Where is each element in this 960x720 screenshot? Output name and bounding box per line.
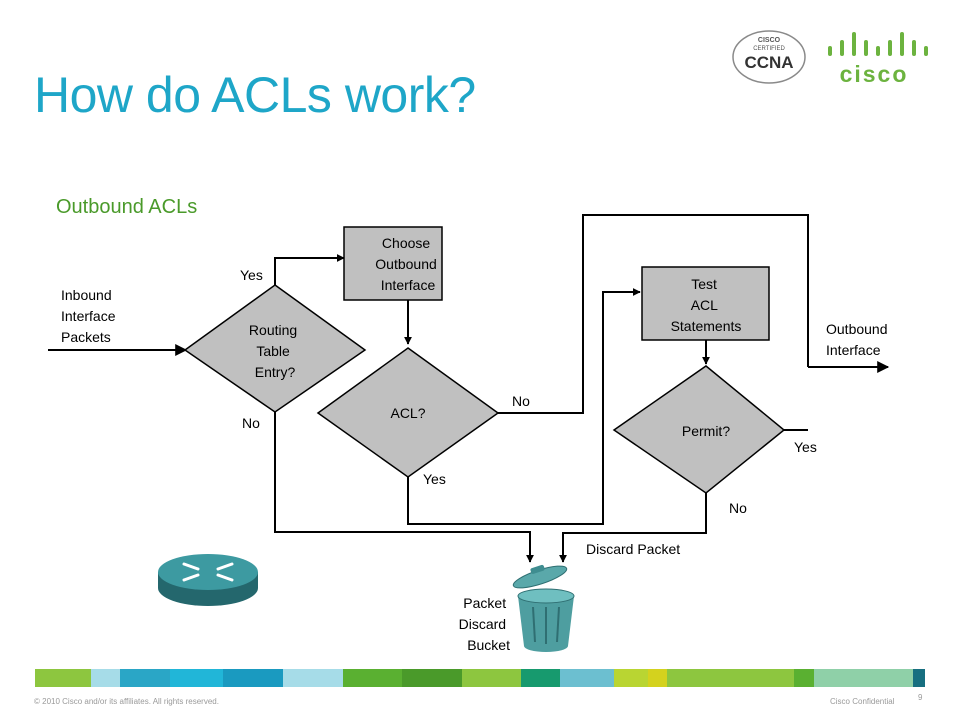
acl-yes-connector [407,288,641,525]
permit-yes-label: Yes [794,439,817,455]
choose-box-label: Choose Outbound Interface [375,235,440,293]
bucket-label: Packet Discard Bucket [459,595,510,653]
cisco-logo-text: cisco [840,61,909,87]
ccna-certified-badge: CISCO CERTIFIED CCNA [732,30,806,84]
acl-no-label: No [512,393,530,409]
permit-decision-diamond [612,365,786,494]
acl-no-connector [496,214,809,414]
test-acl-box [641,266,770,341]
routing-yes-connector [274,254,345,285]
routing-no-label: No [242,415,260,431]
routing-yes-label: Yes [240,267,263,283]
badge-line-3: CCNA [744,53,793,72]
acl-yes-label: Yes [423,471,446,487]
inbound-label: Inbound Interface Packets [61,287,119,345]
routing-decision-label: Routing Table Entry? [249,322,301,380]
routing-decision-diamond [183,284,367,413]
page-title: How do ACLs work? [34,67,476,123]
confidential-text: Cisco Confidential [830,697,895,706]
acl-decision-label: ACL? [390,405,425,421]
discard-packet-label: Discard Packet [586,541,680,557]
acl-decision-diamond [316,347,500,478]
copyright-text: © 2010 Cisco and/or its affiliates. All … [34,697,219,706]
cisco-logo-icon: cisco [828,32,928,87]
permit-decision-label: Permit? [682,423,730,439]
permit-no-label: No [729,500,747,516]
outbound-label: Outbound Interface [826,321,891,358]
routing-no-connector [274,412,534,563]
badge-line-2: CERTIFIED [753,46,785,52]
router-icon [158,554,258,606]
color-band [35,669,926,687]
permit-no-connector [559,493,707,563]
choose-interface-box [343,226,443,301]
trash-bucket-icon [512,564,575,652]
page-number: 9 [918,693,923,702]
page-subtitle: Outbound ACLs [56,196,198,218]
badge-line-1: CISCO [758,37,781,44]
test-box-label: Test ACL Statements [671,276,742,334]
